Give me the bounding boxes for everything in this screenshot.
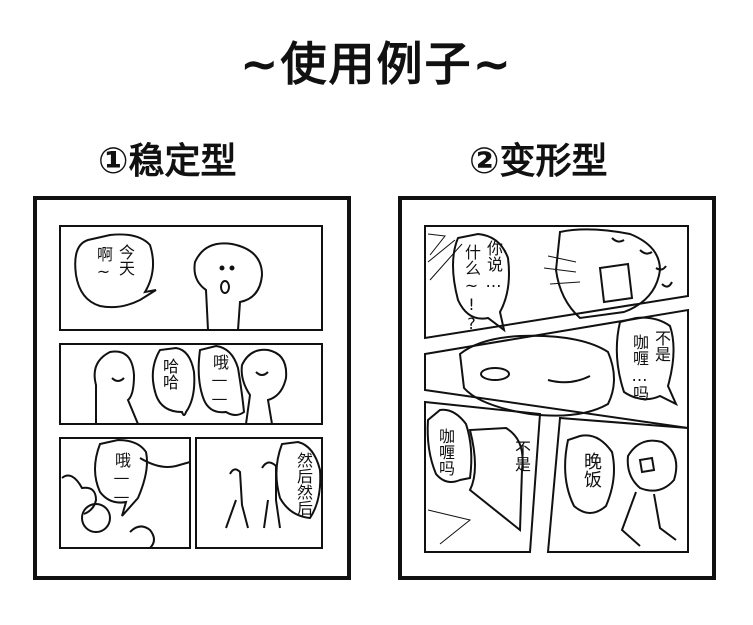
speech-bubble [468,426,524,533]
right-p1-text-a: 你说… [484,240,503,291]
character [93,350,139,425]
right-comic-page [398,196,716,580]
speech-bubble [564,434,615,514]
figure [225,468,249,529]
left-panel-1 [59,225,323,331]
speech-bubble [94,438,148,517]
speech-bubble [197,344,246,416]
speech-bubble [275,440,322,520]
right-heading: ②变形型 [469,141,608,182]
left-p4-text-a: 然后然后 [294,452,313,516]
right-p1-text-b: 什么~!? [462,244,481,333]
character-face [458,334,615,417]
left-panel-2 [59,343,323,425]
speech-bubble [615,316,679,407]
speech-bubble [426,408,473,483]
character [193,242,264,331]
right-p3-text-a: 咖喱吗 [436,428,455,476]
character-face [554,228,662,320]
left-p1-text-b: 啊~ [94,246,113,281]
character-head [81,503,111,533]
figure [261,461,281,529]
speech-bubble [452,232,510,333]
right-panel-4 [546,416,689,553]
right-panel-3 [424,400,542,553]
speech-bubble [74,233,157,309]
right-page-frame [398,196,716,580]
left-p1-text-a: 今天 [116,244,135,276]
left-panel-3 [59,437,191,549]
right-p3-text-b: 不是 [512,440,531,472]
left-p2-text-b: 哦—— [210,354,229,408]
right-p4-text-a: 晚饭 [581,452,602,488]
right-p2-text-a: 不是 [652,330,671,362]
character [240,348,288,425]
speech-bubble [151,346,196,416]
left-page-frame [33,196,351,580]
left-heading: ①稳定型 [98,141,237,182]
left-panel-4 [195,437,323,549]
left-comic-page [33,196,351,580]
character-head [626,439,678,492]
left-p3-text-a: 哦—— [112,452,131,506]
left-p2-text-a: 哈哈 [160,358,179,390]
page-title: ~使用例子~ [239,37,514,91]
right-p2-text-b: 咖喱…吗 [630,334,649,401]
right-panel-1 [424,225,689,340]
